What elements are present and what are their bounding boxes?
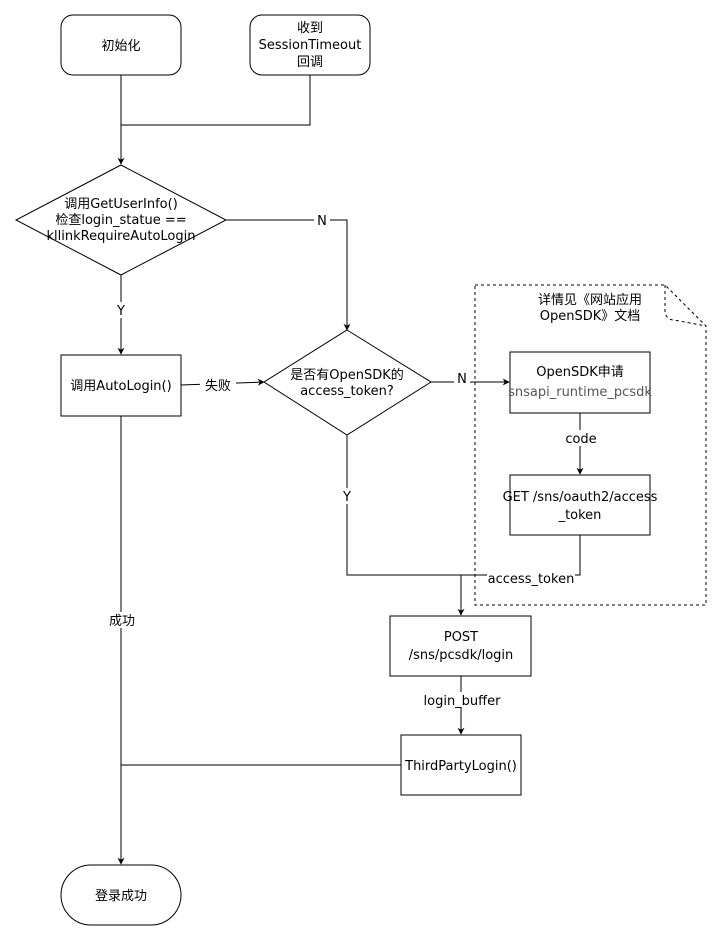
- node-login-success-label: 登录成功: [95, 889, 147, 904]
- node-auto-login-label: 调用AutoLogin(): [70, 379, 171, 394]
- label-y-check: Y: [116, 304, 125, 319]
- edge-check-n-to-token: [226, 219, 351, 331]
- node-session-line-2: SessionTimeout: [259, 38, 362, 53]
- edge-labels: N Y 失败 N code Y access_token 成功 login_bu…: [106, 212, 600, 709]
- node-opensdk-request: OpenSDK申请 snsapi_runtime_pcsdk: [508, 351, 652, 414]
- node-opensdk-line-2: snsapi_runtime_pcsdk: [508, 385, 652, 400]
- node-check-decision: 调用GetUserInfo() 检查login_statue == kllink…: [14, 164, 228, 276]
- node-auto-login: 调用AutoLogin(): [60, 354, 182, 417]
- label-y-token: Y: [342, 490, 351, 505]
- node-check-line-1: 调用GetUserInfo(): [64, 197, 178, 212]
- edge-session-merge: [121, 75, 311, 126]
- node-post-line-1: POST: [444, 630, 478, 645]
- edge-access-token: [461, 535, 581, 576]
- node-token-line-1: 是否有OpenSDK的: [290, 367, 404, 383]
- note-box: 详情见《网站应用 OpenSDK》文档: [474, 284, 707, 606]
- label-n-check: N: [317, 214, 327, 229]
- node-token-line-2: access_token?: [300, 384, 394, 399]
- label-code: code: [565, 432, 596, 447]
- node-login-success: 登录成功: [60, 864, 182, 926]
- node-third-party-login: ThirdPartyLogin(): [400, 734, 522, 796]
- label-access-token: access_token: [488, 572, 575, 587]
- node-has-token-decision: 是否有OpenSDK的 access_token?: [263, 329, 432, 436]
- node-session-line-3: 回调: [297, 55, 323, 70]
- note-line-2: OpenSDK》文档: [540, 309, 641, 324]
- node-init-label: 初始化: [101, 39, 140, 54]
- node-post-line-2: /sns/pcsdk/login: [409, 648, 514, 663]
- node-opensdk-line-1: OpenSDK申请: [536, 365, 624, 380]
- label-login-buffer: login_buffer: [424, 694, 502, 709]
- note-line-1: 详情见《网站应用: [538, 292, 642, 308]
- node-get-token-line-2: _token: [558, 508, 602, 523]
- edge-token-y-to-post: [346, 435, 465, 616]
- node-get-token-line-1: GET /sns/oauth2/access: [503, 490, 658, 505]
- label-fail: 失败: [205, 379, 231, 394]
- label-n-token: N: [457, 372, 467, 387]
- node-third-party-label: ThirdPartyLogin(): [404, 759, 517, 774]
- node-session-timeout: 收到 SessionTimeout 回调: [249, 14, 371, 76]
- label-success: 成功: [109, 614, 135, 629]
- node-session-line-1: 收到: [297, 21, 323, 36]
- node-check-line-2: 检查login_statue ==: [55, 213, 186, 228]
- node-init: 初始化: [60, 14, 182, 76]
- node-get-token: GET /sns/oauth2/access _token: [503, 474, 658, 536]
- node-post-login: POST /sns/pcsdk/login: [389, 615, 532, 677]
- node-check-line-3: kllinkRequireAutoLogin: [47, 229, 196, 244]
